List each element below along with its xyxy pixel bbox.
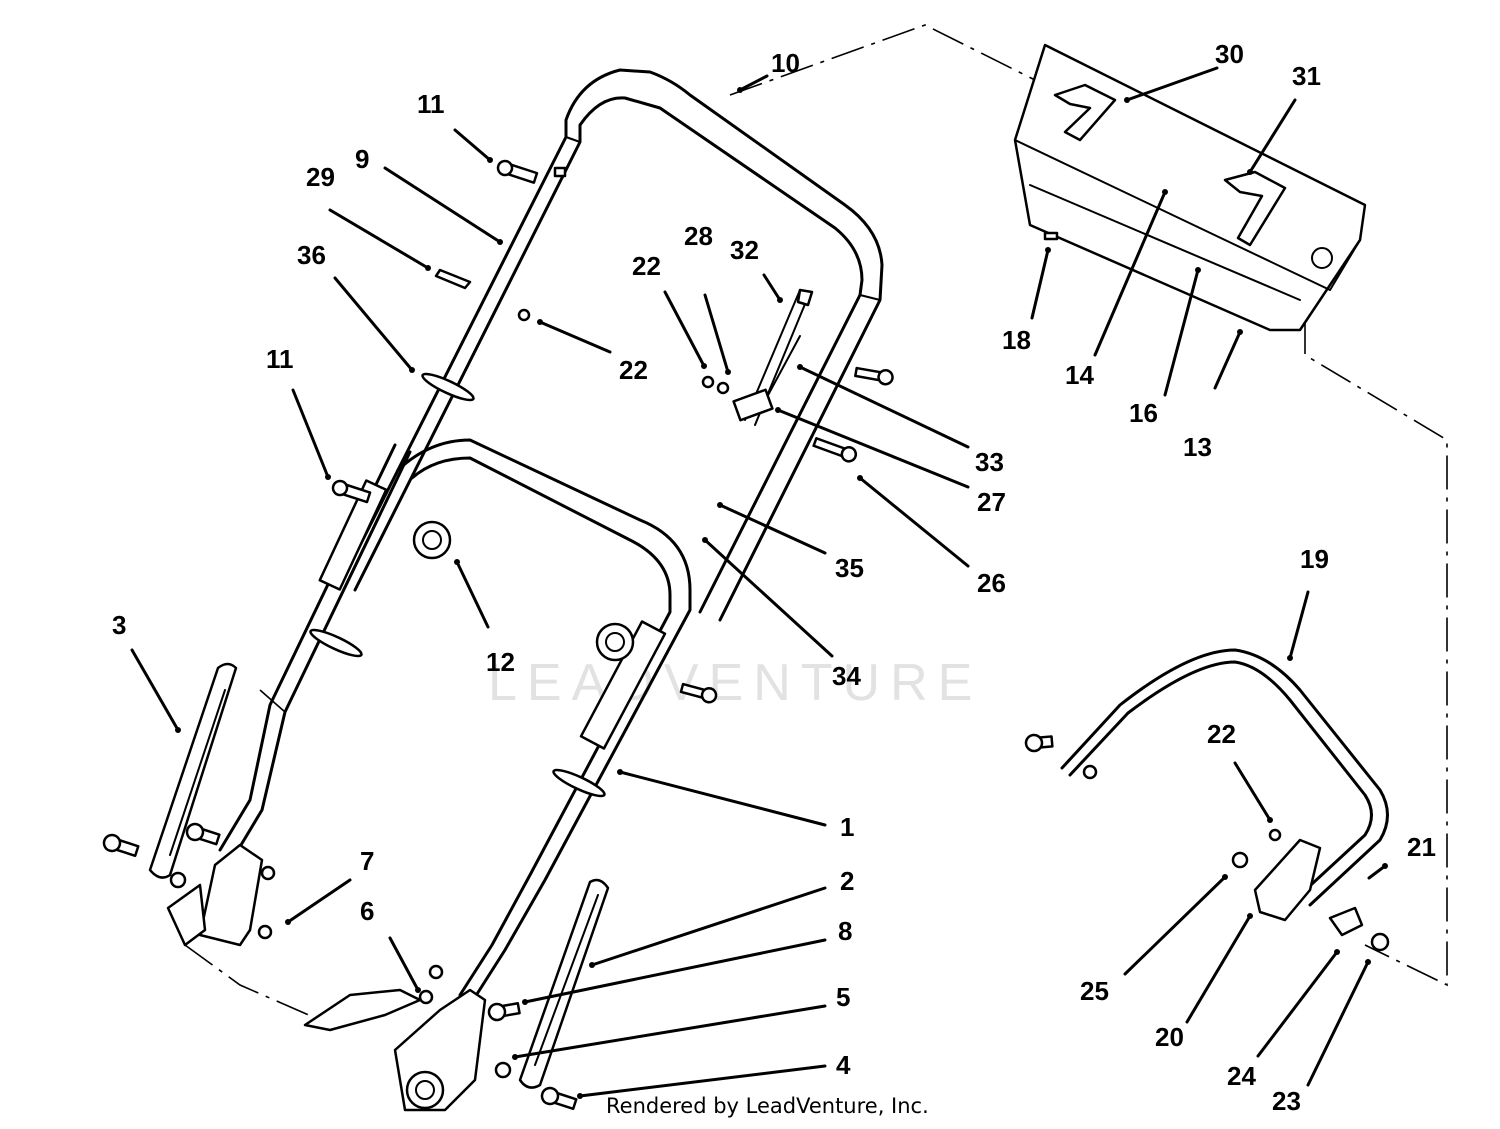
- adjuster-brackets: [148, 662, 610, 1089]
- watermark-text: LEADVENTURE: [488, 654, 982, 712]
- callout-26: 26: [977, 568, 1006, 598]
- callout-8: 8: [838, 916, 852, 946]
- callout-21: 21: [1407, 832, 1436, 862]
- callout-2: 2: [840, 866, 854, 896]
- handle-knobs: [412, 520, 635, 662]
- callout-13: 13: [1183, 432, 1212, 462]
- callout-19: 19: [1300, 544, 1329, 574]
- callout-31: 31: [1292, 61, 1321, 91]
- callout-5: 5: [836, 982, 850, 1012]
- callout-12: 12: [486, 647, 515, 677]
- callout-14: 14: [1065, 360, 1094, 390]
- lower-handle: [218, 438, 692, 1007]
- callout-23: 23: [1272, 1086, 1301, 1116]
- pivot-bracket: [1253, 838, 1390, 952]
- bail-handle: [1060, 648, 1389, 907]
- callout-6: 6: [360, 896, 374, 926]
- callout-1: 1: [840, 812, 854, 842]
- callout-24: 24: [1227, 1061, 1256, 1091]
- callout-27: 27: [977, 487, 1006, 517]
- callout-11-upper: 11: [417, 89, 445, 119]
- callout-28: 28: [684, 221, 713, 251]
- callout-32: 32: [730, 235, 759, 265]
- footer-credit: Rendered by LeadVenture, Inc.: [606, 1094, 929, 1118]
- callout-36: 36: [297, 240, 326, 270]
- callout-22-mid: 22: [619, 355, 648, 385]
- callout-10: 10: [771, 48, 800, 78]
- callout-18: 18: [1002, 325, 1031, 355]
- leader-lines: [130, 66, 1387, 1098]
- callout-labels: 1 2 3 4 5 6 7 8 9 10 11 11 12 13 14 16 1…: [112, 39, 1436, 1116]
- callout-22-bail: 22: [1207, 719, 1236, 749]
- deck-brackets: [166, 843, 487, 1112]
- callout-35: 35: [835, 553, 864, 583]
- callout-11-lower: 11: [266, 344, 294, 374]
- leader-dots: [175, 87, 1388, 1099]
- callout-16: 16: [1129, 398, 1158, 428]
- callout-25: 25: [1080, 976, 1109, 1006]
- callout-7: 7: [360, 846, 374, 876]
- callout-9: 9: [355, 144, 369, 174]
- callout-29: 29: [306, 162, 335, 192]
- callout-30: 30: [1215, 39, 1244, 69]
- nuts-and-washers: [169, 308, 1282, 1079]
- callout-4: 4: [836, 1050, 851, 1080]
- callout-34: 34: [832, 661, 861, 691]
- bolts: [102, 159, 1054, 1111]
- callout-22-left: 22: [632, 251, 661, 281]
- cable-bracket: [732, 288, 814, 426]
- callout-33: 33: [975, 447, 1004, 477]
- upper-handle: [338, 68, 884, 622]
- callout-20: 20: [1155, 1022, 1184, 1052]
- control-box: [1013, 43, 1367, 332]
- cable-clip: [434, 268, 472, 290]
- callout-3: 3: [112, 610, 126, 640]
- cable-ties: [309, 372, 606, 798]
